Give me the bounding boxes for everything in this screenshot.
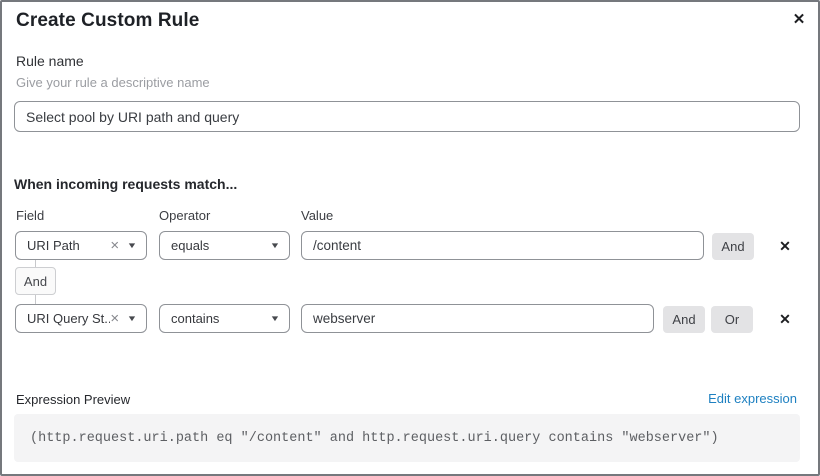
operator-select-row2[interactable]: contains ▼: [159, 304, 290, 333]
remove-condition-row2-icon[interactable]: ✕: [774, 306, 796, 333]
expression-preview-code-block: (http.request.uri.path eq "/content" and…: [14, 414, 800, 462]
operator-select-row1[interactable]: equals ▼: [159, 231, 290, 260]
connector-and-badge: And: [15, 267, 56, 295]
field-select-row2[interactable]: URI Query St... × ▼: [15, 304, 147, 333]
field-select-row1[interactable]: URI Path × ▼: [15, 231, 147, 260]
and-button-row1[interactable]: And: [712, 233, 754, 260]
connector-line-bottom: [35, 295, 36, 304]
dialog-title: Create Custom Rule: [16, 10, 200, 31]
matcher-heading: When incoming requests match...: [14, 176, 238, 192]
expression-code: (http.request.uri.path eq "/content" and…: [30, 430, 719, 446]
clear-icon[interactable]: ×: [110, 237, 120, 254]
chevron-down-icon: ▼: [269, 240, 281, 250]
operator-select-row2-value: contains: [171, 311, 220, 326]
close-icon[interactable]: ✕: [788, 8, 810, 30]
rule-name-helper: Give your rule a descriptive name: [16, 75, 210, 90]
column-label-value: Value: [301, 208, 334, 223]
edit-expression-link[interactable]: Edit expression: [708, 391, 797, 406]
operator-select-row1-value: equals: [171, 238, 210, 253]
chevron-down-icon: ▼: [126, 240, 138, 250]
clear-icon[interactable]: ×: [110, 310, 120, 327]
field-select-row1-value: URI Path: [27, 238, 80, 253]
value-input-row2[interactable]: [301, 304, 654, 333]
rule-name-input[interactable]: [14, 101, 800, 132]
expression-preview-label: Expression Preview: [16, 392, 131, 407]
value-input-row1[interactable]: [301, 231, 704, 260]
field-select-row2-value: URI Query St...: [27, 311, 111, 326]
chevron-down-icon: ▼: [269, 313, 281, 323]
connector-line-top: [35, 260, 36, 267]
and-button-row2[interactable]: And: [663, 306, 705, 333]
chevron-down-icon: ▼: [126, 313, 138, 323]
remove-condition-row1-icon[interactable]: ✕: [774, 233, 796, 260]
or-button-row2[interactable]: Or: [711, 306, 753, 333]
column-label-field: Field: [16, 208, 45, 223]
column-label-operator: Operator: [159, 208, 211, 223]
rule-name-label: Rule name: [16, 53, 84, 69]
